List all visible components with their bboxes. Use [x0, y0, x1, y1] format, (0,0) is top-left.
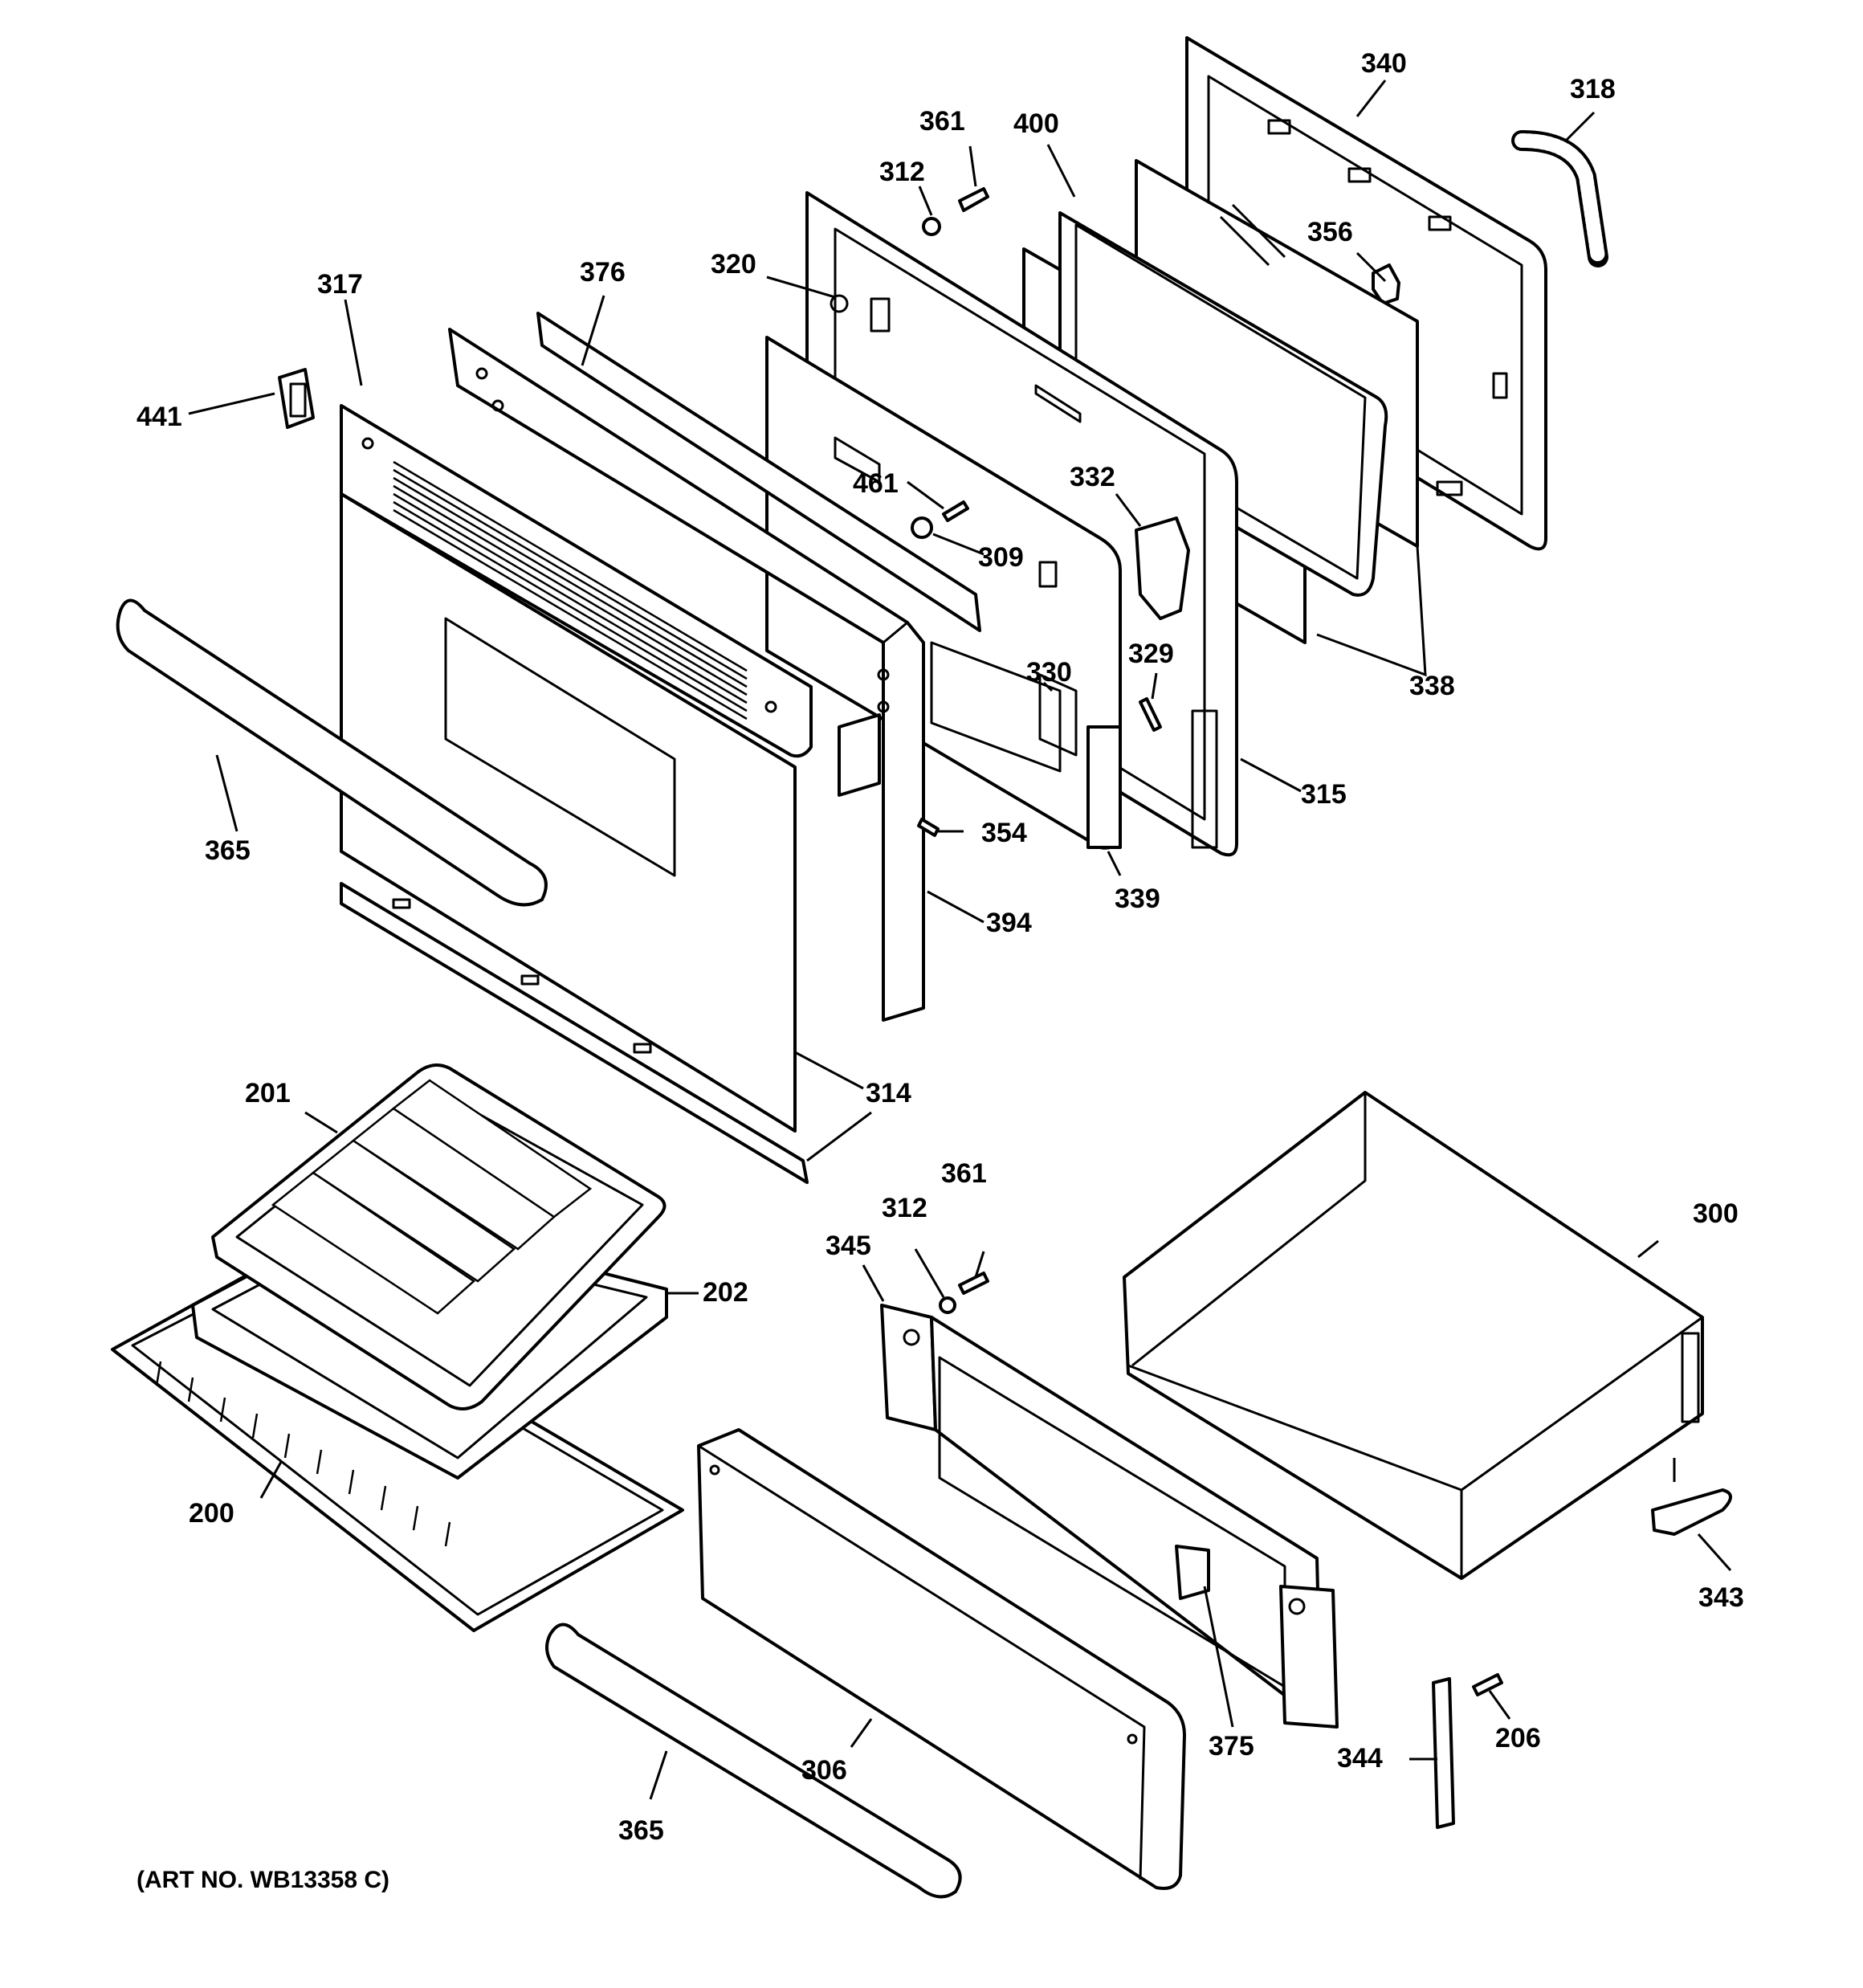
door-gasket-part: [1511, 130, 1608, 267]
leader-lines: [188, 80, 1732, 1800]
callout-343: 343: [1698, 1582, 1744, 1613]
door-handle-upper-part: [116, 598, 548, 907]
washer-312-part: [922, 217, 941, 236]
drawer-front-panel-part: [697, 1428, 1186, 1890]
screw-461-part: [942, 500, 969, 522]
callout-345: 345: [826, 1231, 871, 1261]
glass-frame-part: [1058, 211, 1388, 597]
washer-312-lower-part: [939, 1296, 956, 1314]
callout-320: 320: [711, 249, 756, 280]
callout-labels: 340 318 361 400 312 356 320 376 317 441 …: [137, 48, 1744, 1846]
callout-344: 344: [1337, 1743, 1383, 1774]
callout-315: 315: [1301, 779, 1347, 810]
callout-339: 339: [1115, 884, 1160, 914]
top-frame-part: [536, 312, 981, 632]
callout-361-lower: 361: [941, 1158, 987, 1189]
callout-400: 400: [1013, 108, 1059, 139]
callout-317: 317: [317, 269, 363, 300]
drawer-front-frame-part: [880, 1304, 1339, 1729]
callout-356: 356: [1307, 217, 1353, 247]
drawer-slide-part: [1432, 1677, 1455, 1829]
callout-394: 394: [986, 908, 1032, 938]
callout-376: 376: [580, 257, 626, 288]
callout-312: 312: [879, 157, 925, 187]
door-side-frame-part: [448, 328, 925, 1022]
callout-365-lower: 365: [618, 1815, 664, 1846]
window-insulation-part: [930, 641, 1062, 773]
screw-206-part: [1472, 1673, 1503, 1696]
callout-340: 340: [1361, 48, 1407, 79]
callout-318: 318: [1570, 74, 1616, 104]
screw-354-part: [917, 818, 940, 837]
broiler-grid-part: [211, 1063, 667, 1410]
callout-332: 332: [1070, 462, 1115, 492]
callout-461: 461: [853, 468, 899, 499]
art-number-caption: (ART NO. WB13358 C): [137, 1867, 389, 1893]
callout-361: 361: [919, 106, 965, 137]
callout-206: 206: [1495, 1723, 1541, 1753]
screw-329-part: [1139, 697, 1162, 732]
callout-306: 306: [801, 1755, 847, 1786]
screw-361-lower-part: [958, 1272, 989, 1295]
insulation-block-part: [1135, 516, 1190, 620]
callout-354: 354: [981, 818, 1027, 848]
screw-361-part: [958, 187, 989, 212]
callout-200: 200: [189, 1498, 234, 1529]
storage-drawer-part: [1123, 1091, 1704, 1580]
callout-314: 314: [866, 1078, 911, 1108]
callout-441: 441: [137, 402, 182, 432]
callout-201: 201: [245, 1078, 291, 1108]
vent-trim-part: [340, 404, 813, 758]
callout-309: 309: [978, 542, 1024, 573]
callout-330: 330: [1026, 657, 1072, 688]
drawer-handle-lower-part: [545, 1623, 962, 1899]
callout-202: 202: [703, 1277, 748, 1308]
callout-365: 365: [205, 835, 251, 866]
drawer-clip-part: [1651, 1458, 1732, 1536]
callout-329: 329: [1128, 639, 1174, 669]
callout-375: 375: [1209, 1731, 1254, 1761]
callout-338: 338: [1409, 671, 1455, 701]
callout-300: 300: [1693, 1198, 1739, 1229]
drawer-bracket-part: [1175, 1545, 1210, 1600]
washer-309-part: [911, 516, 933, 539]
callout-312-lower: 312: [882, 1193, 927, 1223]
outer-door-part: [340, 492, 809, 1184]
door-hinge-part: [838, 713, 881, 797]
badge-part: [278, 368, 315, 429]
